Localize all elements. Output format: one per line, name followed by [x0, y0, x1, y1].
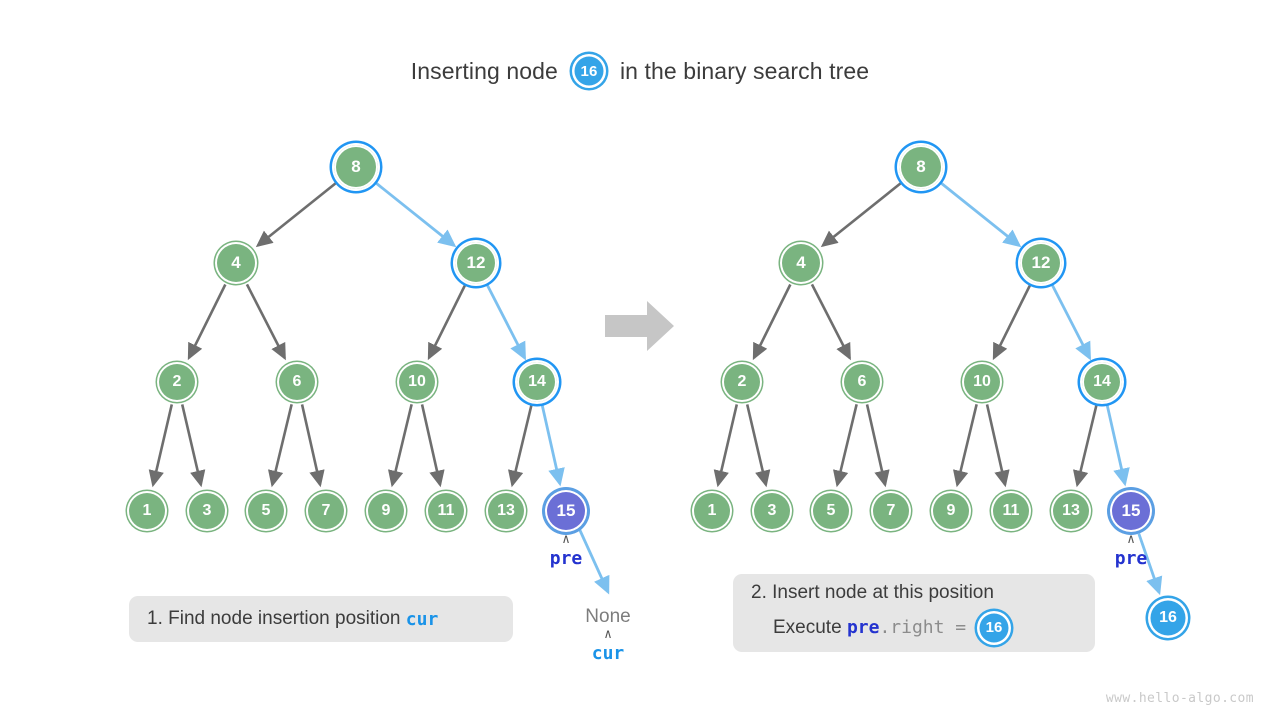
- tree-node-6-before: 6: [277, 362, 317, 402]
- tree-node-13-after: 13: [1051, 491, 1091, 531]
- tree-node-5-before: 5: [246, 491, 286, 531]
- tree-node-11-before: 11: [426, 491, 466, 531]
- tree-node-4-before: 4: [215, 242, 257, 284]
- tree-node-11-after: 11: [991, 491, 1031, 531]
- page-title: Inserting node 16 in the binary search t…: [0, 54, 1280, 88]
- tree-edge-10-to-9: [388, 404, 413, 488]
- tree-node-16-after: 16: [1148, 598, 1188, 638]
- tree-node-9-before: 9: [366, 491, 406, 531]
- tree-edge-4-to-6: [810, 283, 851, 361]
- caret-up-icon: ∧: [604, 627, 612, 642]
- tree-edge-12-to-14: [1050, 283, 1091, 361]
- tree-node-15-before: 15: [545, 490, 587, 532]
- caption-step-2-node-badge-16: 16: [977, 610, 1011, 645]
- tree-edge-10-to-11: [420, 404, 445, 488]
- tree-edge-6-to-7: [865, 404, 890, 488]
- tree-edge-4-to-2: [752, 283, 792, 361]
- tree-node-7-after: 7: [871, 491, 911, 531]
- tree-node-8-before: 8: [334, 145, 378, 189]
- pointer-annotation-pre-before: ∧pre: [536, 532, 596, 569]
- tree-node-13-before: 13: [486, 491, 526, 531]
- pointer-label-pre: pre: [1114, 548, 1148, 569]
- tree-edge-2-to-1: [713, 404, 739, 488]
- step-transition-arrow: [605, 301, 674, 351]
- tree-node-12-before: 12: [455, 242, 497, 284]
- caption-step-2: 2. Insert node at this position Execute …: [733, 574, 1095, 652]
- tree-node-8-after: 8: [899, 145, 943, 189]
- tree-node-14-after: 14: [1082, 362, 1122, 402]
- caption-step-1-line: 1. Find node insertion position cur: [147, 608, 438, 630]
- tree-edge-8-to-12: [374, 181, 457, 248]
- tree-node-9-after: 9: [931, 491, 971, 531]
- tree-node-1-before: 1: [127, 491, 167, 531]
- caption-step-2-line-2: Execute pre .right = 16: [751, 610, 1077, 645]
- caret-up-icon: ∧: [1127, 532, 1135, 547]
- tree-node-15-after: 15: [1110, 490, 1152, 532]
- tree-edge-6-to-5: [833, 404, 858, 488]
- caption-step-2-keyword-pre: pre: [846, 617, 880, 638]
- tree-node-4-after: 4: [780, 242, 822, 284]
- tree-node-10-before: 10: [397, 362, 437, 402]
- pointer-annotation-pre-after: ∧pre: [1101, 532, 1161, 569]
- tree-edge-2-to-1: [148, 404, 174, 488]
- caption-step-1: 1. Find node insertion position cur: [129, 596, 513, 642]
- tree-edge-12-to-10: [427, 283, 467, 361]
- tree-edge-14-to-15: [1105, 404, 1130, 487]
- caption-step-2-line-1: 2. Insert node at this position: [751, 582, 1077, 604]
- tree-edge-10-to-11: [985, 404, 1010, 488]
- tree-edge-10-to-9: [953, 404, 978, 488]
- none-label: None: [585, 606, 631, 627]
- title-text-before: Inserting node: [410, 57, 558, 84]
- tree-edge-4-to-6: [245, 283, 286, 361]
- pointer-annotation-cur-before: ∧cur: [578, 627, 638, 664]
- watermark: www.hello-algo.com: [1105, 691, 1254, 706]
- tree-node-1-after: 1: [692, 491, 732, 531]
- title-text-after: in the binary search tree: [619, 57, 870, 84]
- tree-node-2-before: 2: [157, 362, 197, 402]
- caption-step-2-text-1: 2. Insert node at this position: [751, 581, 994, 603]
- title-node-badge-16: 16: [571, 54, 606, 88]
- tree-edge-12-to-14: [485, 283, 526, 361]
- caption-step-2-text-execute: Execute: [773, 616, 847, 638]
- tree-node-2-after: 2: [722, 362, 762, 402]
- tree-edge-6-to-7: [300, 404, 325, 488]
- caption-step-1-keyword-cur: cur: [405, 608, 439, 630]
- tree-edge-8-to-4: [255, 181, 338, 248]
- tree-node-3-after: 3: [752, 491, 792, 531]
- tree-node-6-after: 6: [842, 362, 882, 402]
- pointer-label-pre: pre: [549, 548, 583, 569]
- tree-edge-12-to-10: [992, 283, 1032, 361]
- tree-node-12-after: 12: [1020, 242, 1062, 284]
- tree-edge-2-to-3: [180, 404, 206, 488]
- pointer-label-cur: cur: [591, 643, 625, 664]
- tree-edge-6-to-5: [268, 404, 293, 488]
- caption-step-1-text: 1. Find node insertion position: [147, 608, 406, 629]
- caption-step-2-code-right: .right =: [879, 617, 977, 638]
- tree-edge-2-to-3: [745, 404, 771, 488]
- tree-edge-14-to-13: [508, 404, 533, 488]
- tree-edge-14-to-13: [1073, 404, 1098, 488]
- tree-edge-8-to-4: [820, 181, 903, 248]
- tree-node-10-after: 10: [962, 362, 1002, 402]
- tree-node-5-after: 5: [811, 491, 851, 531]
- tree-node-7-before: 7: [306, 491, 346, 531]
- caret-up-icon: ∧: [562, 532, 570, 547]
- tree-node-14-before: 14: [517, 362, 557, 402]
- tree-edge-4-to-2: [187, 283, 227, 361]
- tree-node-3-before: 3: [187, 491, 227, 531]
- tree-edge-14-to-15: [540, 404, 565, 487]
- tree-edge-8-to-12: [939, 181, 1022, 248]
